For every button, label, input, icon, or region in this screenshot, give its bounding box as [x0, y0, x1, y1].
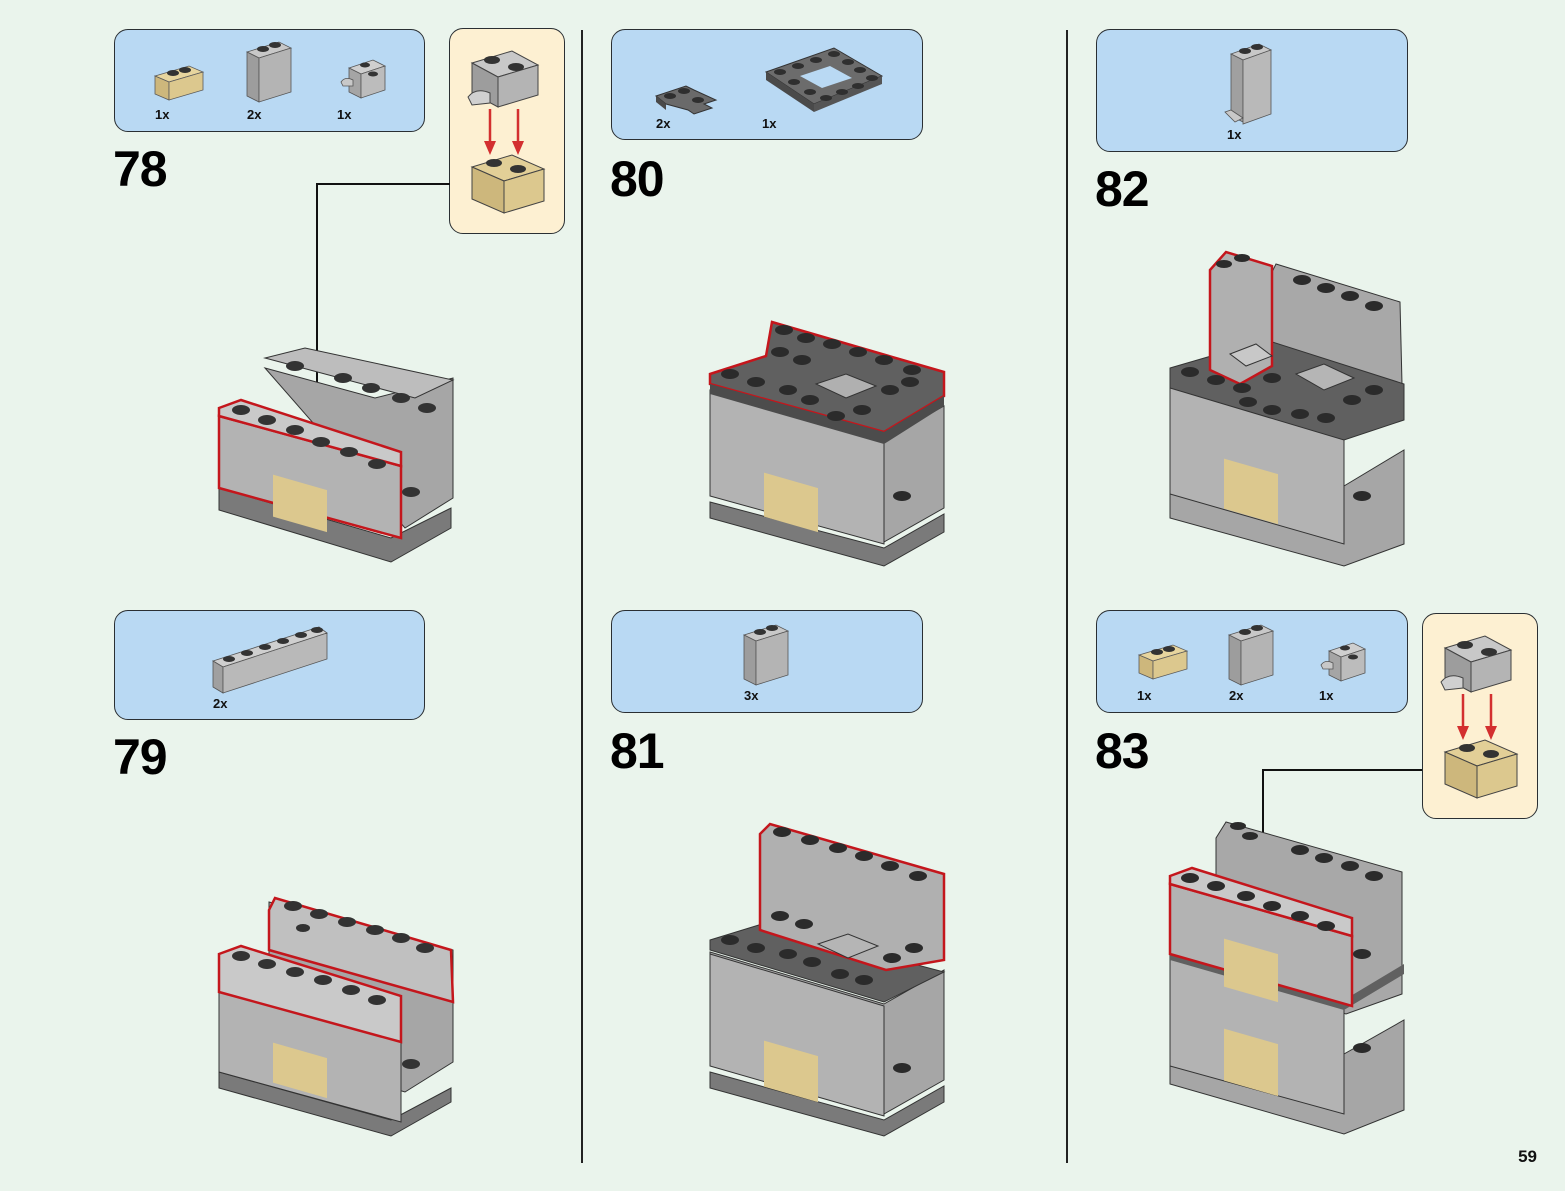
column-divider-2: [1066, 30, 1068, 1163]
subassembly-callout-step-78: [449, 28, 565, 234]
callout-leader-line: [1262, 769, 1422, 771]
part-qty: 1x: [762, 116, 777, 131]
callout-leader-line: [316, 183, 450, 185]
dark-open-plate-4x4-icon: [764, 47, 884, 112]
part-qty: 1x: [1227, 127, 1242, 142]
column-divider-1: [581, 30, 583, 1163]
part-qty: 2x: [1229, 688, 1244, 703]
subassembly-diagram: [1440, 635, 1519, 799]
model-step-82: [1169, 250, 1405, 567]
callout-leader-line: [316, 183, 318, 398]
page-number: 59: [1518, 1147, 1537, 1166]
step-number: 79: [113, 729, 168, 785]
tan-brick-1x2-icon: [1137, 644, 1189, 680]
callout-leader-line: [1262, 769, 1264, 869]
parts-callout-step-79: 2x: [114, 610, 425, 720]
part-qty: 1x: [1137, 688, 1152, 703]
part-qty: 2x: [213, 696, 228, 711]
part-qty: 1x: [337, 107, 352, 122]
tan-brick-1x2-icon: [153, 65, 205, 101]
part-qty: 2x: [247, 107, 262, 122]
clip-brick-icon: [1320, 642, 1367, 682]
dark-corner-plate-icon: [654, 85, 718, 115]
model-step-80: [708, 320, 946, 567]
model-step-79: [217, 896, 455, 1137]
part-qty: 1x: [155, 107, 170, 122]
parts-callout-step-80: 2x 1x: [611, 29, 923, 140]
step-number: 78: [113, 141, 168, 197]
step-number: 83: [1095, 723, 1150, 779]
model-step-81: [709, 822, 946, 1137]
step-number: 80: [610, 151, 665, 207]
gray-panel-icon: [1227, 624, 1275, 686]
gray-brick-1x6-icon: [212, 626, 328, 694]
step-number: 81: [610, 723, 665, 779]
clip-brick-icon: [340, 59, 387, 99]
gray-panel-icon: [245, 41, 293, 103]
parts-callout-step-82: 1x: [1096, 29, 1408, 152]
subassembly-callout-step-83: [1422, 613, 1538, 819]
parts-callout-step-83: 1x 2x 1x: [1096, 610, 1408, 713]
part-qty: 3x: [744, 688, 759, 703]
model-step-83: [1168, 821, 1405, 1135]
part-qty: 1x: [1319, 688, 1334, 703]
subassembly-diagram: [467, 50, 546, 214]
model-step-78: [217, 347, 455, 563]
parts-callout-step-81: 3x: [611, 610, 923, 713]
gray-brick-1x2x2-icon: [742, 624, 790, 686]
step-number: 82: [1095, 161, 1150, 217]
part-qty: 2x: [656, 116, 671, 131]
gray-panel-1x2x3-icon: [1224, 43, 1273, 125]
parts-callout-step-78: 1x 2x 1x: [114, 29, 425, 132]
